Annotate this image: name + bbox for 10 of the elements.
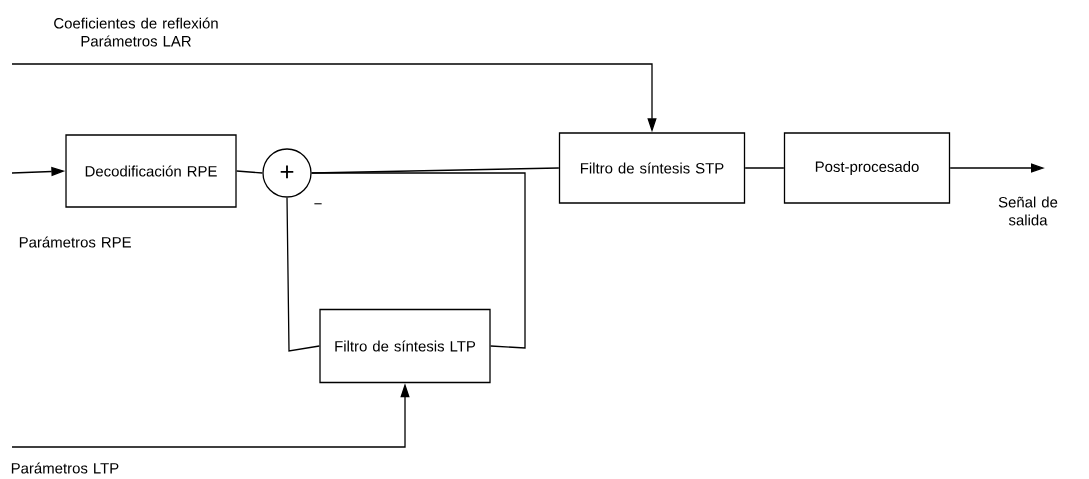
process-box: Decodificación RPE: [65, 134, 237, 208]
summing-junction: +: [262, 148, 312, 198]
label-text: Parámetros LTP: [11, 462, 119, 474]
output-label: Señal de salida: [998, 196, 1058, 226]
process-box: Filtro de síntesis STP: [558, 132, 746, 204]
label-text: Parámetros RPE: [19, 236, 131, 248]
process-box: Filtro de síntesis LTP: [319, 308, 491, 384]
label-text: Coeficientes de reflexión Parámetros LAR: [54, 17, 218, 47]
sign-label: −: [314, 203, 322, 205]
process-box: Post-procesado: [783, 132, 951, 204]
